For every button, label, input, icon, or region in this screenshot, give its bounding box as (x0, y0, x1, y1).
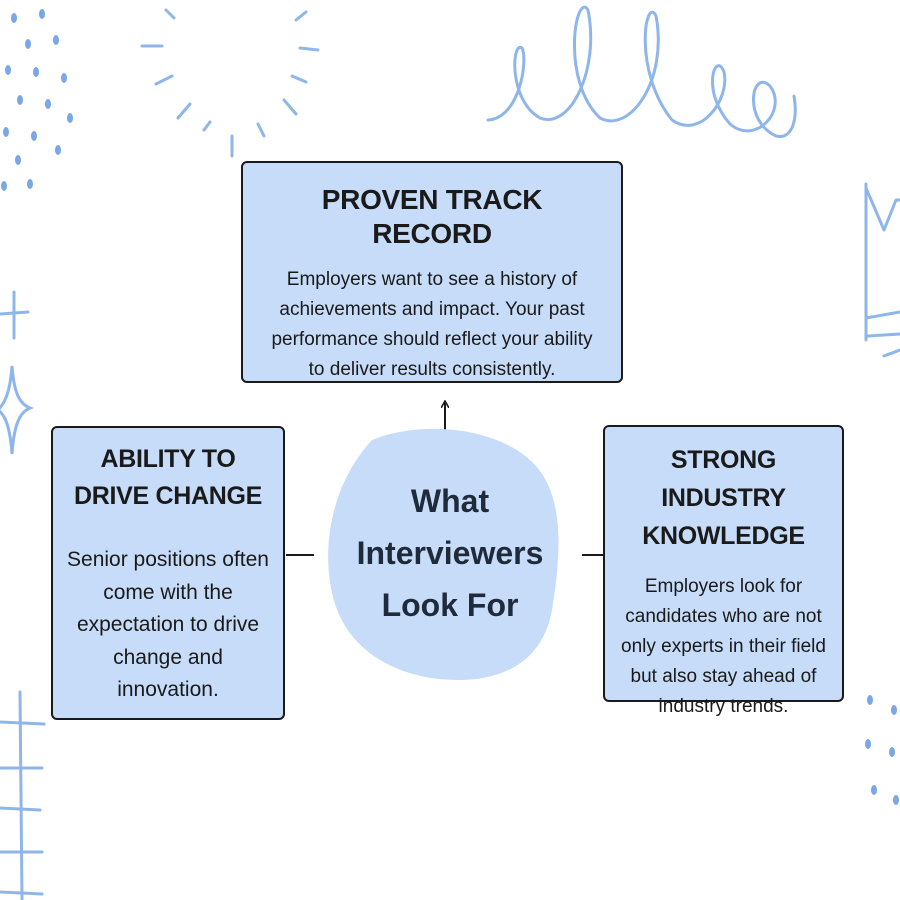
center-title: What Interviewers Look For (356, 483, 544, 623)
card-title: STRONG INDUSTRY KNOWLEDGE (642, 446, 805, 550)
card-proven-track-record: PROVEN TRACK RECORD Employers want to se… (241, 161, 623, 383)
card-body: Senior positions often come with the exp… (67, 548, 269, 701)
card-title: PROVEN TRACK RECORD (321, 184, 543, 249)
card-title: ABILITY TO DRIVE CHANGE (73, 445, 263, 510)
card-body: Employers want to see a history of achie… (271, 269, 593, 380)
card-body: Employers look for candidates who are no… (621, 576, 826, 717)
card-ability-to-drive-change: ABILITY TO DRIVE CHANGE Senior positions… (51, 426, 285, 720)
card-strong-industry-knowledge: STRONG INDUSTRY KNOWLEDGE Employers look… (603, 425, 844, 717)
